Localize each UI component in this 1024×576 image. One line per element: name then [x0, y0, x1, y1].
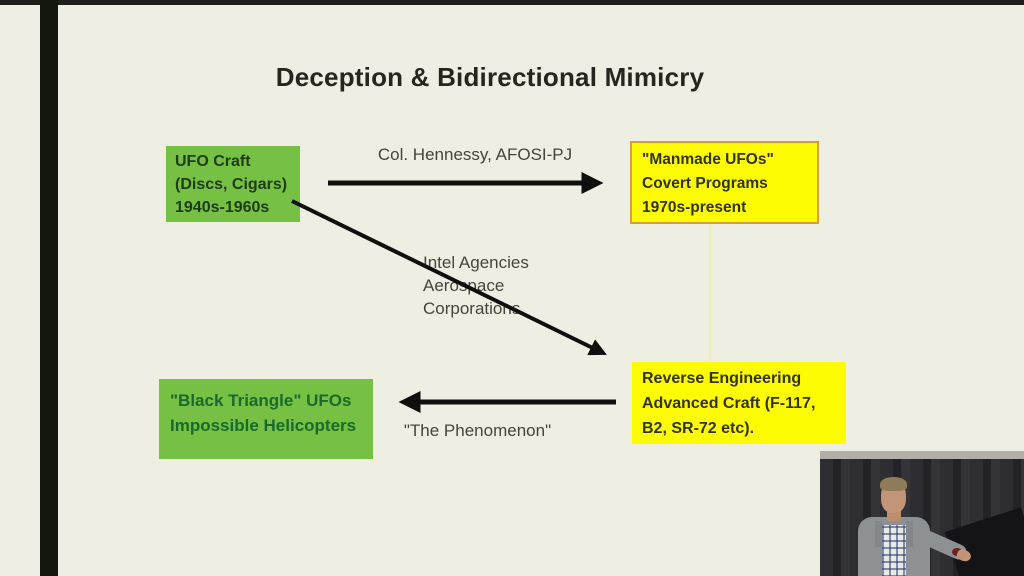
node-line: "Black Triangle" UFOs — [170, 391, 352, 410]
edge-label-intel-agencies: Intel Agencies Aerospace Corporations — [423, 251, 529, 320]
node-line: 1940s-1960s — [175, 199, 270, 216]
edge-label-line: Corporations — [423, 299, 521, 318]
edge-label-phenomenon: "The Phenomenon" — [403, 421, 552, 440]
node-line: Advanced Craft (F-117, — [642, 395, 816, 412]
node-line: Reverse Engineering — [642, 370, 802, 387]
edge-label-line: Aerospace — [423, 276, 505, 295]
node-line: 1970s-present — [642, 199, 747, 216]
node-black-triangle: "Black Triangle" UFOs Impossible Helicop… — [159, 379, 373, 459]
speaker-shirt — [882, 525, 906, 576]
node-line: B2, SR-72 etc). — [642, 420, 755, 437]
node-reverse-engineering: Reverse Engineering Advanced Craft (F-11… — [632, 362, 846, 444]
speaker-video-inset — [820, 451, 1024, 576]
node-line: (Discs, Cigars) — [175, 176, 288, 193]
node-line: Impossible Helicopters — [170, 416, 357, 435]
edge-label-hennessy: Col. Hennessy, AFOSI-PJ — [377, 145, 573, 164]
node-line: UFO Craft — [175, 153, 251, 170]
speaker-hair — [880, 477, 907, 491]
slide-left-stripe — [40, 0, 58, 576]
edge-label-line: Intel Agencies — [423, 253, 529, 272]
node-ufo-craft: UFO Craft (Discs, Cigars) 1940s-1960s — [166, 146, 300, 222]
speaker-lapel — [875, 521, 913, 547]
stage-wall — [820, 451, 1024, 459]
slide-title: Deception & Bidirectional Mimicry — [275, 62, 705, 92]
node-manmade-ufos: "Manmade UFOs" Covert Programs 1970s-pre… — [630, 141, 819, 224]
node-line: "Manmade UFOs" — [642, 151, 774, 168]
node-line: Covert Programs — [642, 175, 768, 192]
player-top-bar — [0, 0, 1024, 5]
